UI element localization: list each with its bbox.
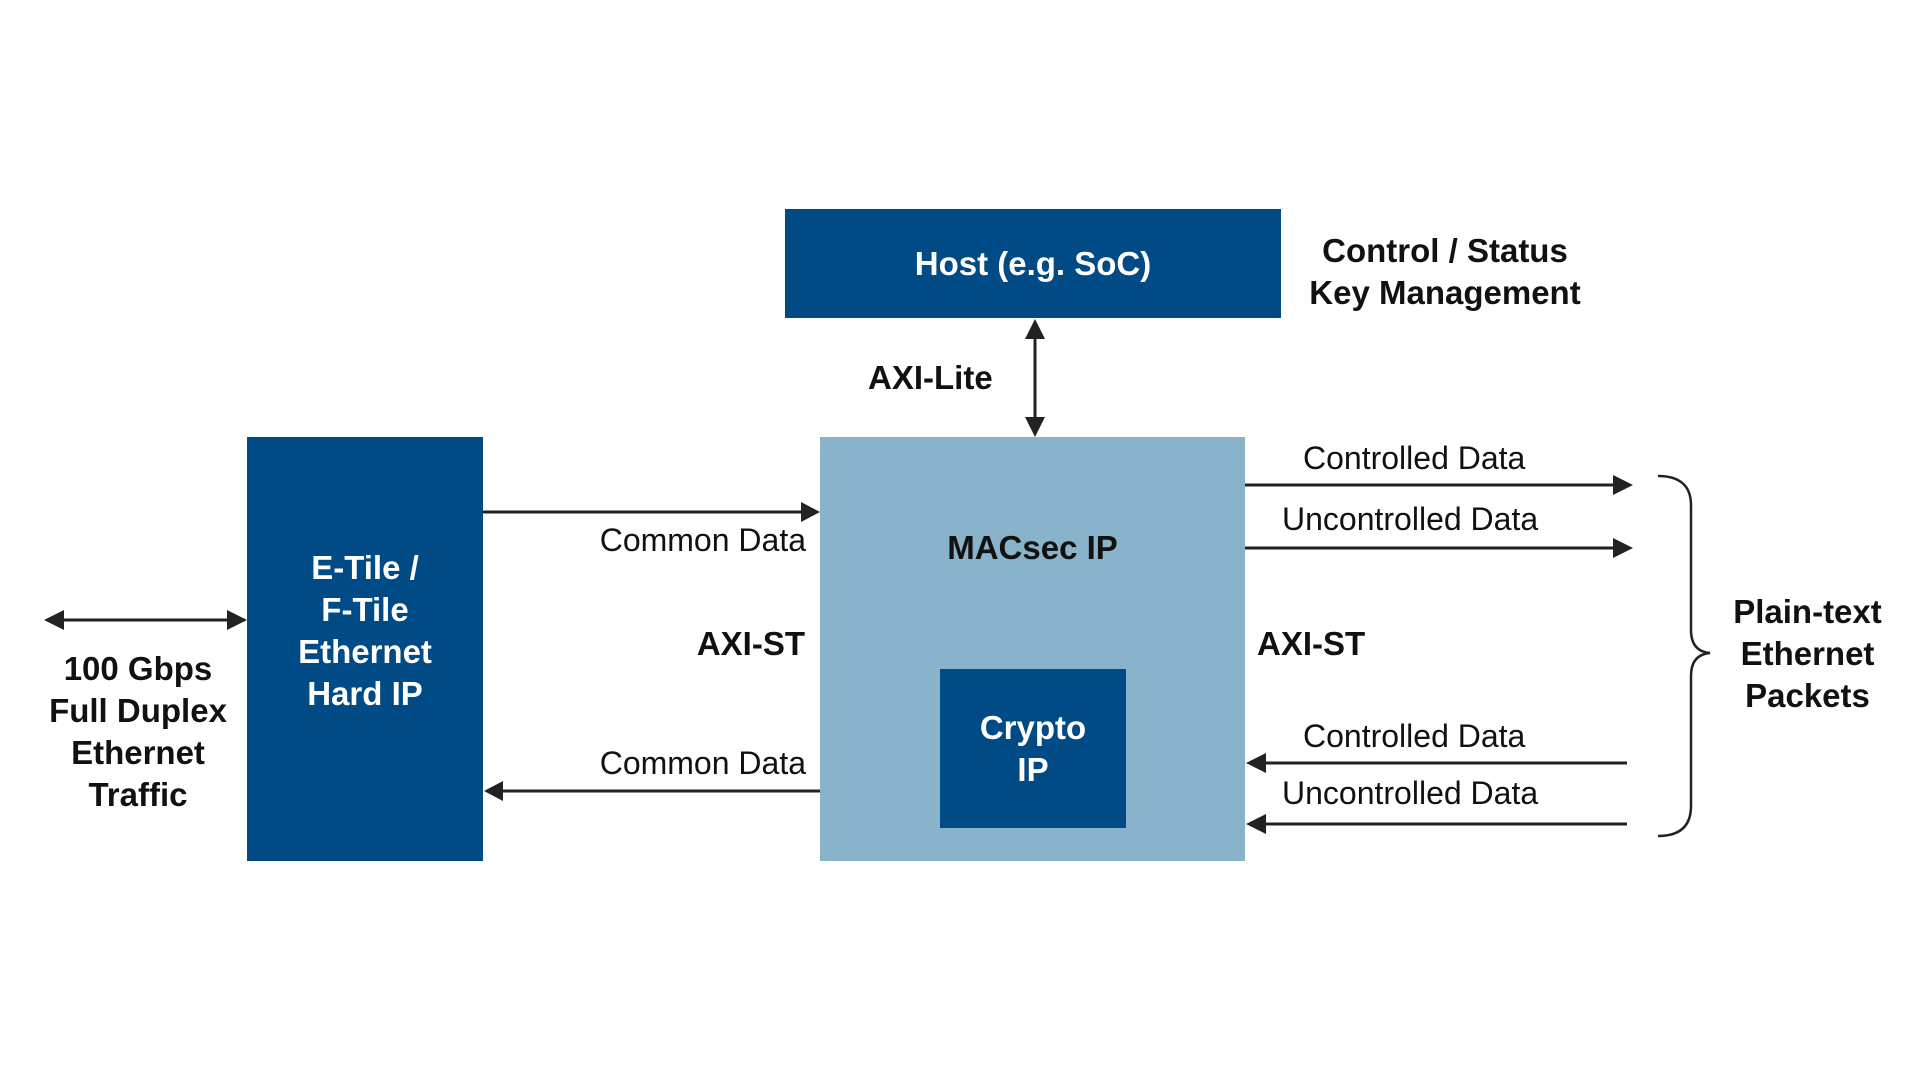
ethernet-traffic-line: Ethernet [71, 734, 205, 771]
plaintext-packets-label: Plain-text Ethernet Packets [1715, 591, 1900, 717]
crypto-ip-line: IP [1017, 750, 1049, 788]
plaintext-packets-line: Ethernet [1740, 635, 1875, 672]
plaintext-packets-line: Plain-text [1733, 593, 1882, 630]
arrowhead-up [1025, 319, 1045, 339]
arrowhead-down [1025, 417, 1045, 437]
control-status-text: Control / Status [1322, 232, 1568, 269]
host-block-label: Host (e.g. SoC) [914, 244, 1152, 282]
arrowhead-right [227, 610, 247, 630]
key-management-text: Key Management [1309, 274, 1581, 311]
ethernet-hard-ip-line: Ethernet [298, 633, 432, 670]
crypto-ip-block: Crypto IP [940, 669, 1126, 828]
ethernet-traffic-line: 100 Gbps [63, 650, 213, 687]
packets-brace [1657, 474, 1711, 838]
arrowhead-uncontrolled-out [1613, 538, 1633, 558]
controlled-data-out-label: Controlled Data [1303, 440, 1526, 476]
ethernet-hard-ip-line: Hard IP [307, 675, 423, 712]
arrowhead-controlled-in [1246, 753, 1266, 773]
uncontrolled-data-out-label: Uncontrolled Data [1282, 501, 1539, 537]
plaintext-packets-line: Packets [1745, 677, 1870, 714]
common-data-tx-label: Common Data [599, 522, 806, 558]
ethernet-hard-ip-label: E-Tile / F-Tile Ethernet Hard IP [247, 547, 483, 715]
ethernet-traffic-line: Full Duplex [49, 692, 227, 729]
arrowhead-left [44, 610, 64, 630]
host-block: Host (e.g. SoC) [785, 209, 1281, 318]
arrowhead-common-rx [484, 781, 503, 801]
ethernet-traffic-label: 100 Gbps Full Duplex Ethernet Traffic [18, 648, 258, 816]
uncontrolled-data-in-label: Uncontrolled Data [1282, 775, 1539, 811]
axi-st-right-label: AXI-ST [1257, 625, 1366, 662]
crypto-ip-line: Crypto [979, 708, 1087, 746]
macsec-ip-block: MACsec IP Crypto IP [820, 437, 1245, 861]
arrowhead-common-tx [801, 502, 820, 522]
host-side-label: Control / Status Key Management [1290, 230, 1600, 314]
common-data-rx-label: Common Data [599, 745, 806, 781]
arrowhead-controlled-out [1613, 475, 1633, 495]
ethernet-traffic-line: Traffic [88, 776, 188, 813]
arrowhead-uncontrolled-in [1246, 814, 1266, 834]
macsec-ip-label: MACsec IP [947, 529, 1118, 566]
axi-st-left-label: AXI-ST [696, 625, 805, 662]
axi-lite-label: AXI-Lite [868, 359, 993, 396]
crypto-ip-label: Crypto IP [980, 707, 1086, 791]
ethernet-hard-ip-line: E-Tile / [311, 549, 419, 586]
ethernet-hard-ip-line: F-Tile [321, 591, 409, 628]
ethernet-hard-ip-block: E-Tile / F-Tile Ethernet Hard IP [247, 437, 483, 861]
controlled-data-in-label: Controlled Data [1303, 718, 1526, 754]
